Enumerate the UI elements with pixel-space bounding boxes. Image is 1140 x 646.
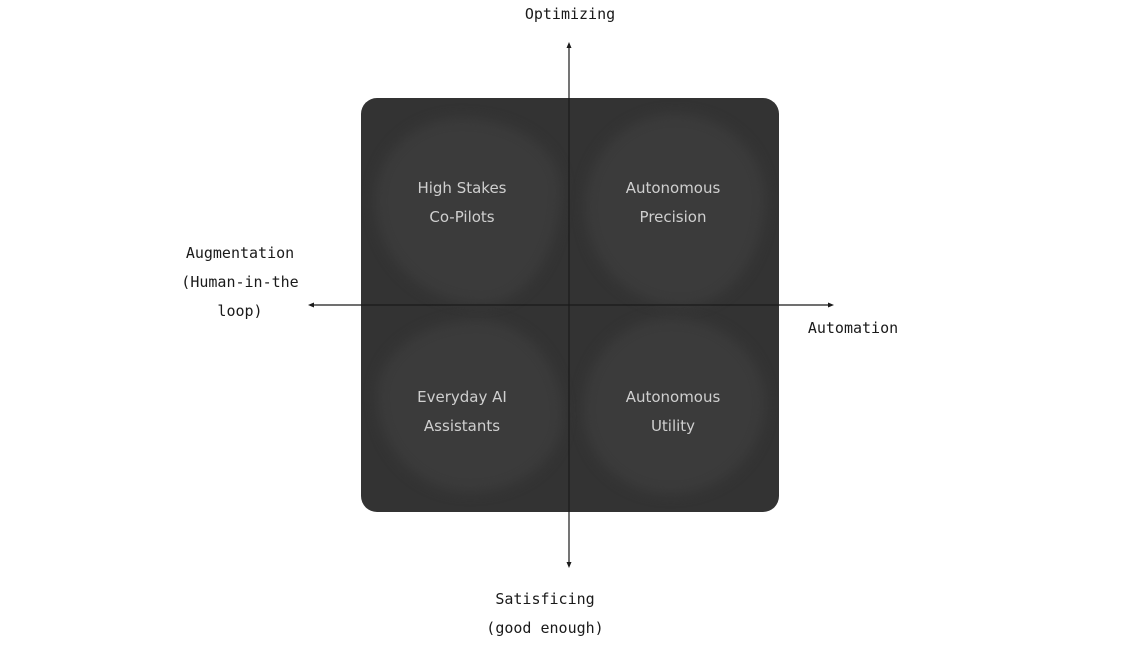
axis-label-right: Automation — [798, 314, 908, 343]
arrow-up-icon — [566, 42, 572, 48]
quadrant-blob-top-left — [375, 118, 561, 304]
quadrant-blob-top-right — [585, 114, 765, 306]
axis-label-line: loop) — [217, 302, 263, 320]
arrow-right-icon — [828, 302, 834, 308]
axis-label-line: Optimizing — [524, 5, 616, 23]
quadrant-label-line: Precision — [639, 208, 707, 226]
axis-label-line: Augmentation — [185, 244, 295, 262]
axis-label-left: Augmentation (Human-in-the loop) — [160, 239, 320, 326]
quadrant-label-bottom-left: Everyday AI Assistants — [382, 383, 542, 441]
quadrant-label-line: Co-Pilots — [429, 208, 495, 226]
quadrant-label-line: Utility — [650, 417, 696, 435]
axis-label-line: (good enough) — [486, 619, 604, 637]
quadrant-label-line: Autonomous — [625, 179, 721, 197]
axis-label-line: (Human-in-the — [181, 273, 299, 291]
quadrant-blob-bottom-left — [377, 320, 563, 492]
quadrant-blob-bottom-right — [583, 318, 765, 494]
quadrant-label-line: Everyday AI — [417, 388, 507, 406]
quadrant-label-top-right: Autonomous Precision — [593, 174, 753, 232]
axis-label-bottom: Satisficing (good enough) — [440, 585, 650, 643]
arrow-down-icon — [566, 562, 572, 568]
arrow-left-icon — [308, 302, 314, 308]
axis-label-line: Satisficing — [495, 590, 595, 608]
quadrant-label-line: High Stakes — [417, 179, 507, 197]
quadrant-label-top-left: High Stakes Co-Pilots — [382, 174, 542, 232]
axis-label-line: Automation — [807, 319, 899, 337]
quadrant-label-bottom-right: Autonomous Utility — [593, 383, 753, 441]
quadrant-label-line: Assistants — [423, 417, 501, 435]
axis-label-top: Optimizing — [470, 0, 670, 29]
quadrant-label-line: Autonomous — [625, 388, 721, 406]
